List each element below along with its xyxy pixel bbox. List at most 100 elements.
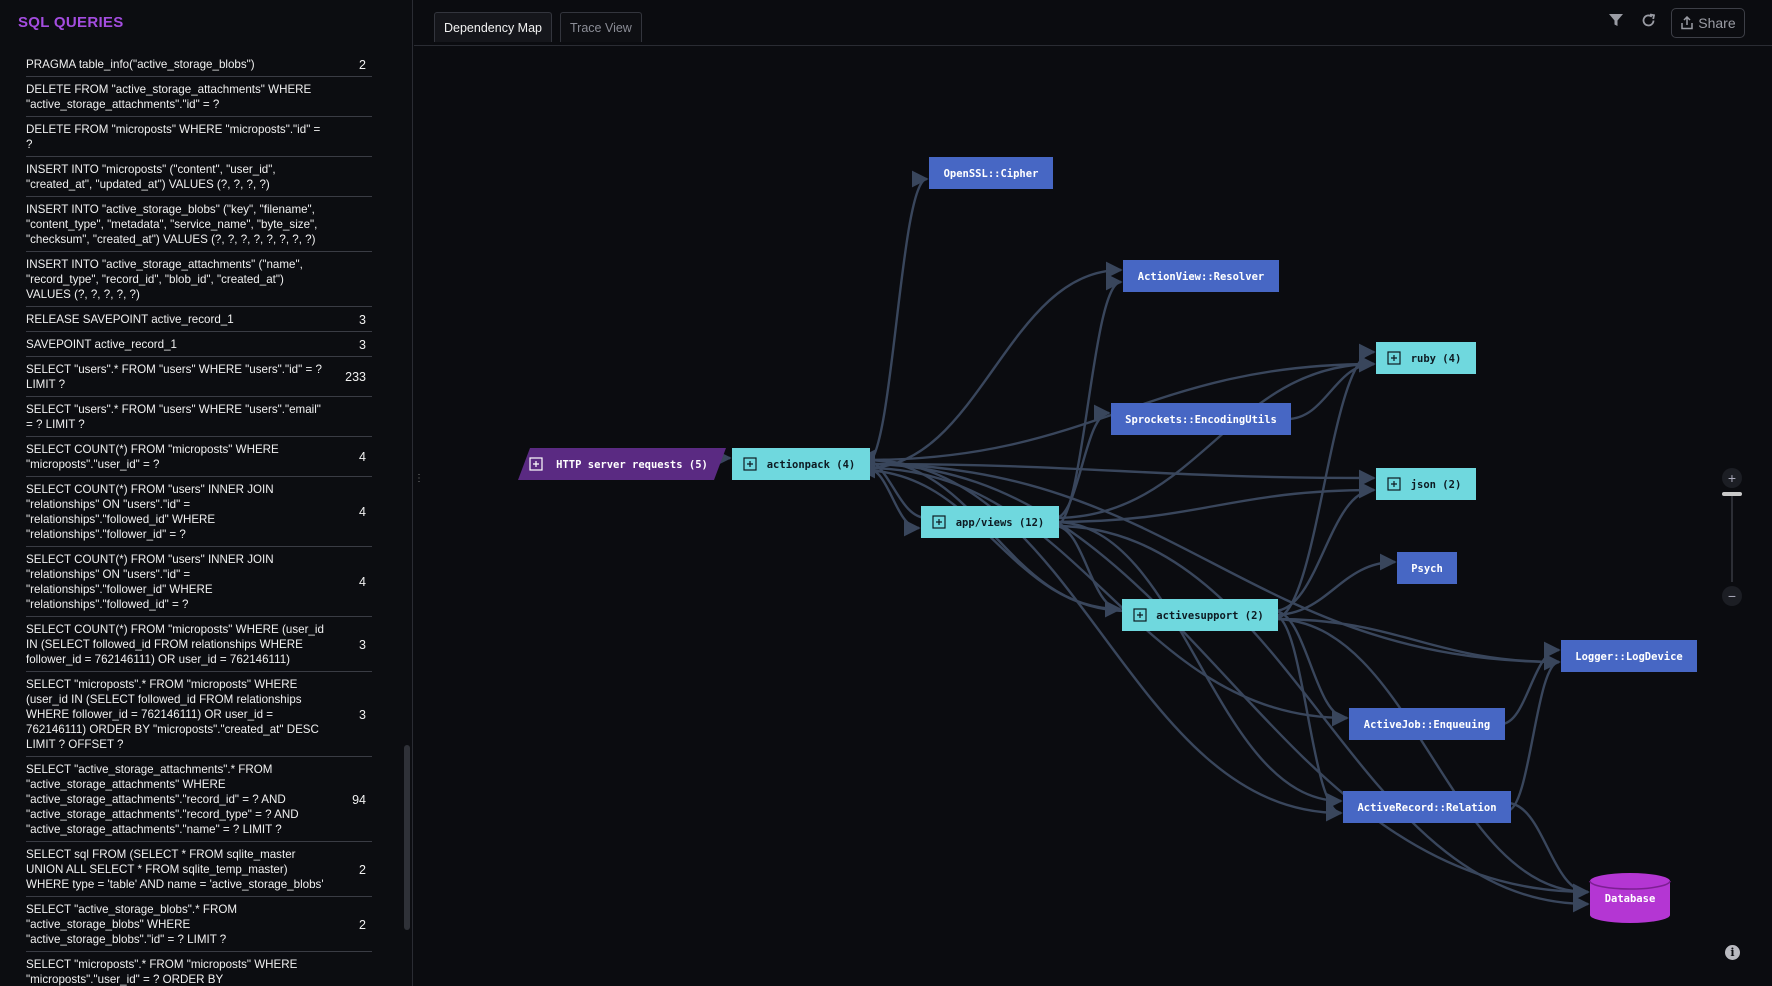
node-label: ActiveRecord::Relation bbox=[1357, 802, 1496, 814]
expand-icon[interactable] bbox=[932, 515, 946, 529]
zoom-in-button[interactable]: + bbox=[1722, 468, 1742, 488]
dependency-edge bbox=[1273, 343, 1376, 621]
query-row[interactable]: RELEASE SAVEPOINT active_record_1 3 bbox=[26, 307, 372, 332]
query-count: 233 bbox=[345, 370, 366, 384]
query-count: 3 bbox=[359, 312, 366, 327]
node-label: Database bbox=[1605, 893, 1656, 905]
dependency-edge bbox=[714, 449, 732, 467]
graph-node-activejob[interactable]: ActiveJob::Enqueuing bbox=[1349, 708, 1505, 740]
query-row[interactable]: INSERT INTO "active_storage_attachments"… bbox=[26, 252, 372, 307]
graph-node-json[interactable]: json (2) bbox=[1376, 468, 1476, 500]
refresh-icon[interactable] bbox=[1640, 12, 1657, 34]
graph-node-sprockets[interactable]: Sprockets::EncodingUtils bbox=[1111, 403, 1291, 435]
tab-trace-view[interactable]: Trace View bbox=[560, 12, 642, 42]
query-row[interactable]: SELECT COUNT(*) FROM "microposts" WHERE … bbox=[26, 437, 372, 477]
node-label: ActiveJob::Enqueuing bbox=[1364, 719, 1490, 731]
query-row[interactable]: PRAGMA table_info("active_storage_blobs"… bbox=[26, 52, 372, 77]
query-text: SELECT "users".* FROM "users" WHERE "use… bbox=[26, 363, 322, 391]
dependency-edge bbox=[865, 466, 921, 537]
query-text: SELECT COUNT(*) FROM "users" INNER JOIN … bbox=[26, 553, 274, 611]
query-count: 3 bbox=[359, 337, 366, 352]
dependency-edge bbox=[1506, 801, 1590, 901]
graph-node-ruby[interactable]: ruby (4) bbox=[1376, 342, 1476, 374]
zoom-slider-track[interactable] bbox=[1731, 494, 1733, 582]
dependency-edge bbox=[1286, 355, 1376, 421]
dependency-edge bbox=[1054, 404, 1111, 520]
dependency-edge bbox=[865, 462, 1376, 487]
query-row[interactable]: SELECT "microposts".* FROM "microposts" … bbox=[26, 952, 372, 986]
tab-dependency-map[interactable]: Dependency Map bbox=[434, 12, 552, 42]
node-label: actionpack (4) bbox=[767, 459, 856, 471]
query-text: PRAGMA table_info("active_storage_blobs"… bbox=[26, 58, 255, 71]
query-row[interactable]: SELECT "active_storage_attachments".* FR… bbox=[26, 757, 372, 842]
panel-scrollbar[interactable] bbox=[404, 745, 410, 930]
share-label: Share bbox=[1698, 15, 1736, 31]
expand-icon[interactable] bbox=[743, 457, 757, 471]
dependency-edge bbox=[1273, 613, 1343, 822]
query-text: SAVEPOINT active_record_1 bbox=[26, 338, 178, 351]
query-row[interactable]: DELETE FROM "microposts" WHERE "micropos… bbox=[26, 117, 372, 157]
dependency-edge bbox=[1054, 524, 1122, 618]
filter-icon[interactable] bbox=[1608, 12, 1624, 33]
info-icon[interactable]: i bbox=[1725, 945, 1740, 960]
graph-node-actionpack[interactable]: actionpack (4) bbox=[732, 448, 870, 480]
query-text: DELETE FROM "microposts" WHERE "micropos… bbox=[26, 123, 321, 151]
expand-icon[interactable] bbox=[1133, 608, 1147, 622]
query-text: SELECT sql FROM (SELECT * FROM sqlite_ma… bbox=[26, 848, 324, 891]
query-row[interactable]: SELECT COUNT(*) FROM "microposts" WHERE … bbox=[26, 617, 372, 672]
dependency-edge bbox=[1273, 617, 1561, 671]
query-row[interactable]: SELECT "microposts".* FROM "microposts" … bbox=[26, 672, 372, 757]
node-label: ActionView::Resolver bbox=[1138, 271, 1264, 283]
graph-node-psych[interactable]: Psych bbox=[1397, 552, 1457, 584]
node-label: app/views (12) bbox=[956, 517, 1045, 529]
graph-node-appviews[interactable]: app/views (12) bbox=[921, 506, 1059, 538]
query-row[interactable]: DELETE FROM "active_storage_attachments"… bbox=[26, 77, 372, 117]
zoom-out-button[interactable]: − bbox=[1722, 586, 1742, 606]
expand-icon[interactable] bbox=[1387, 477, 1401, 491]
query-text: RELEASE SAVEPOINT active_record_1 bbox=[26, 313, 234, 326]
query-row[interactable]: SELECT sql FROM (SELECT * FROM sqlite_ma… bbox=[26, 842, 372, 897]
query-row[interactable]: SELECT COUNT(*) FROM "users" INNER JOIN … bbox=[26, 477, 372, 547]
dependency-edge bbox=[1500, 641, 1561, 726]
graph-node-relation[interactable]: ActiveRecord::Relation bbox=[1343, 791, 1511, 823]
query-count: 2 bbox=[359, 917, 366, 932]
node-label: HTTP server requests (5) bbox=[556, 459, 708, 471]
dependency-edge bbox=[1506, 653, 1561, 813]
query-row[interactable]: SELECT "users".* FROM "users" WHERE "use… bbox=[26, 397, 372, 437]
graph-node-database[interactable]: Database bbox=[1589, 873, 1671, 923]
query-row[interactable]: SELECT "users".* FROM "users" WHERE "use… bbox=[26, 357, 372, 397]
graph-node-http[interactable]: HTTP server requests (5) bbox=[518, 448, 726, 480]
share-button[interactable]: Share bbox=[1671, 8, 1745, 38]
node-label: Sprockets::EncodingUtils bbox=[1125, 414, 1277, 426]
query-text: SELECT "users".* FROM "users" WHERE "use… bbox=[26, 403, 321, 431]
query-row[interactable]: SAVEPOINT active_record_1 3 bbox=[26, 332, 372, 357]
query-count: 4 bbox=[359, 575, 366, 589]
graph-node-openssl[interactable]: OpenSSL::Cipher bbox=[929, 157, 1053, 189]
dependency-edge bbox=[1273, 481, 1376, 613]
query-row[interactable]: INSERT INTO "microposts" ("content", "us… bbox=[26, 157, 372, 197]
query-row[interactable]: INSERT INTO "active_storage_blobs" ("key… bbox=[26, 197, 372, 252]
dependency-edge bbox=[1054, 481, 1376, 524]
query-text: SELECT "active_storage_blobs".* FROM "ac… bbox=[26, 903, 237, 946]
query-text: SELECT "microposts".* FROM "microposts" … bbox=[26, 958, 298, 986]
dependency-edge bbox=[858, 461, 1129, 613]
query-text: SELECT "microposts".* FROM "microposts" … bbox=[26, 678, 319, 751]
dependency-edge bbox=[1273, 609, 1349, 727]
graph-node-activesupport[interactable]: activesupport (2) bbox=[1122, 599, 1278, 631]
graph-node-resolver[interactable]: ActionView::Resolver bbox=[1123, 260, 1279, 292]
graph-node-logger[interactable]: Logger::LogDevice bbox=[1561, 640, 1697, 672]
query-row[interactable]: SELECT "active_storage_blobs".* FROM "ac… bbox=[26, 897, 372, 952]
query-text: INSERT INTO "active_storage_attachments"… bbox=[26, 258, 303, 301]
dependency-graph[interactable]: HTTP server requests (5) actionpack (4) ap… bbox=[414, 46, 1772, 986]
query-row[interactable]: SELECT COUNT(*) FROM "users" INNER JOIN … bbox=[26, 547, 372, 617]
zoom-slider-thumb[interactable] bbox=[1722, 492, 1742, 496]
query-text: DELETE FROM "active_storage_attachments"… bbox=[26, 83, 312, 111]
expand-icon[interactable] bbox=[529, 457, 543, 471]
dependency-edge bbox=[1273, 553, 1397, 617]
query-count: 94 bbox=[352, 792, 366, 807]
query-count: 3 bbox=[359, 637, 366, 652]
dependency-edge bbox=[1054, 524, 1590, 913]
node-label: json (2) bbox=[1411, 479, 1462, 491]
expand-icon[interactable] bbox=[1387, 351, 1401, 365]
dependency-edge bbox=[865, 462, 1590, 901]
